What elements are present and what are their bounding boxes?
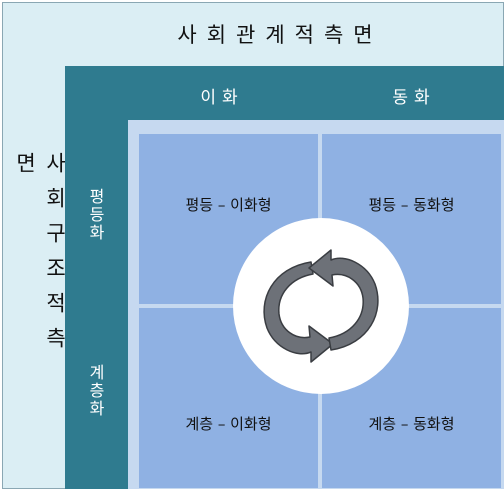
social-relations-title: 사회관계적측면 [177,23,383,47]
row-header-equalization: 평등화 [86,188,105,242]
center-circle [233,218,409,394]
social-structure-label: 사회구조적측면 [13,152,67,362]
cell-label: 평등 – 동화형 [368,195,455,214]
cell-label: 평등 – 이화형 [185,195,272,214]
column-header-assimilation: 동화 [392,87,436,108]
row-header-stratification: 계층화 [86,364,105,418]
cycle-arrows-icon [263,249,379,363]
column-header-differentiation: 이화 [200,87,244,108]
cell-label: 계층 – 동화형 [368,414,455,433]
cell-label: 계층 – 이화형 [185,414,272,433]
